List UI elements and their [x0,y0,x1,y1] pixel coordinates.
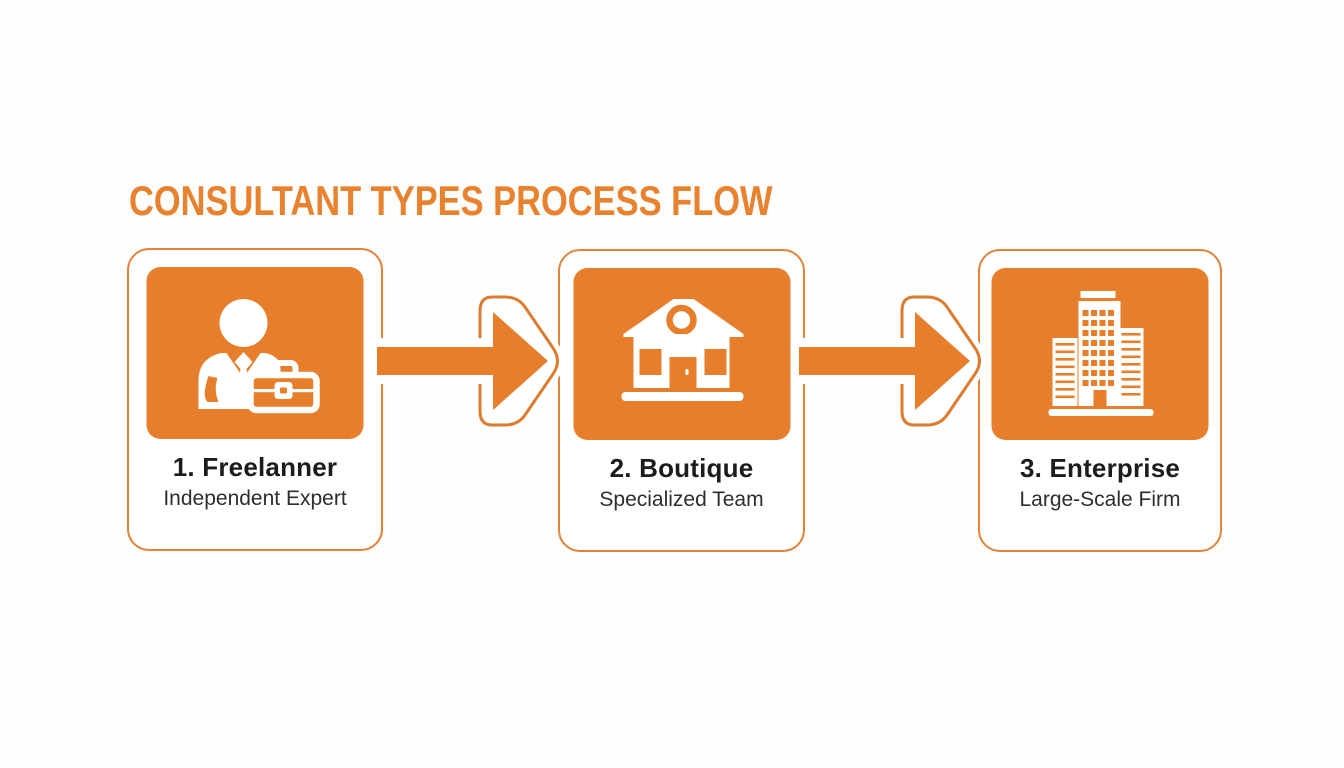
step-card-freelancer: 1. Freelanner Independent Expert [127,248,383,551]
step-title: 2. Boutique [609,453,754,483]
step-subtitle: Large-Scale Firm [1019,488,1181,511]
step-card-enterprise: 3. Enterprise Large-Scale Firm [978,249,1222,552]
step-icon-tile [991,268,1209,440]
enterprise-buildings-icon [1048,291,1153,416]
arrow-right-icon [793,291,986,431]
step-subtitle: Specialized Team [599,488,764,511]
step-title: 1. Freelanner [172,452,338,482]
step-icon-tile [146,267,364,439]
boutique-house-icon [621,299,744,401]
step-card-boutique: 2. Boutique Specialized Team [558,249,805,552]
arrow-right-icon [371,291,564,431]
consultant-person-icon [198,298,320,413]
step-subtitle: Independent Expert [163,487,347,510]
step-icon-tile [573,268,790,440]
step-title: 3. Enterprise [1019,453,1181,483]
page-title: CONSULTANT TYPES PROCESS FLOW [129,177,773,225]
